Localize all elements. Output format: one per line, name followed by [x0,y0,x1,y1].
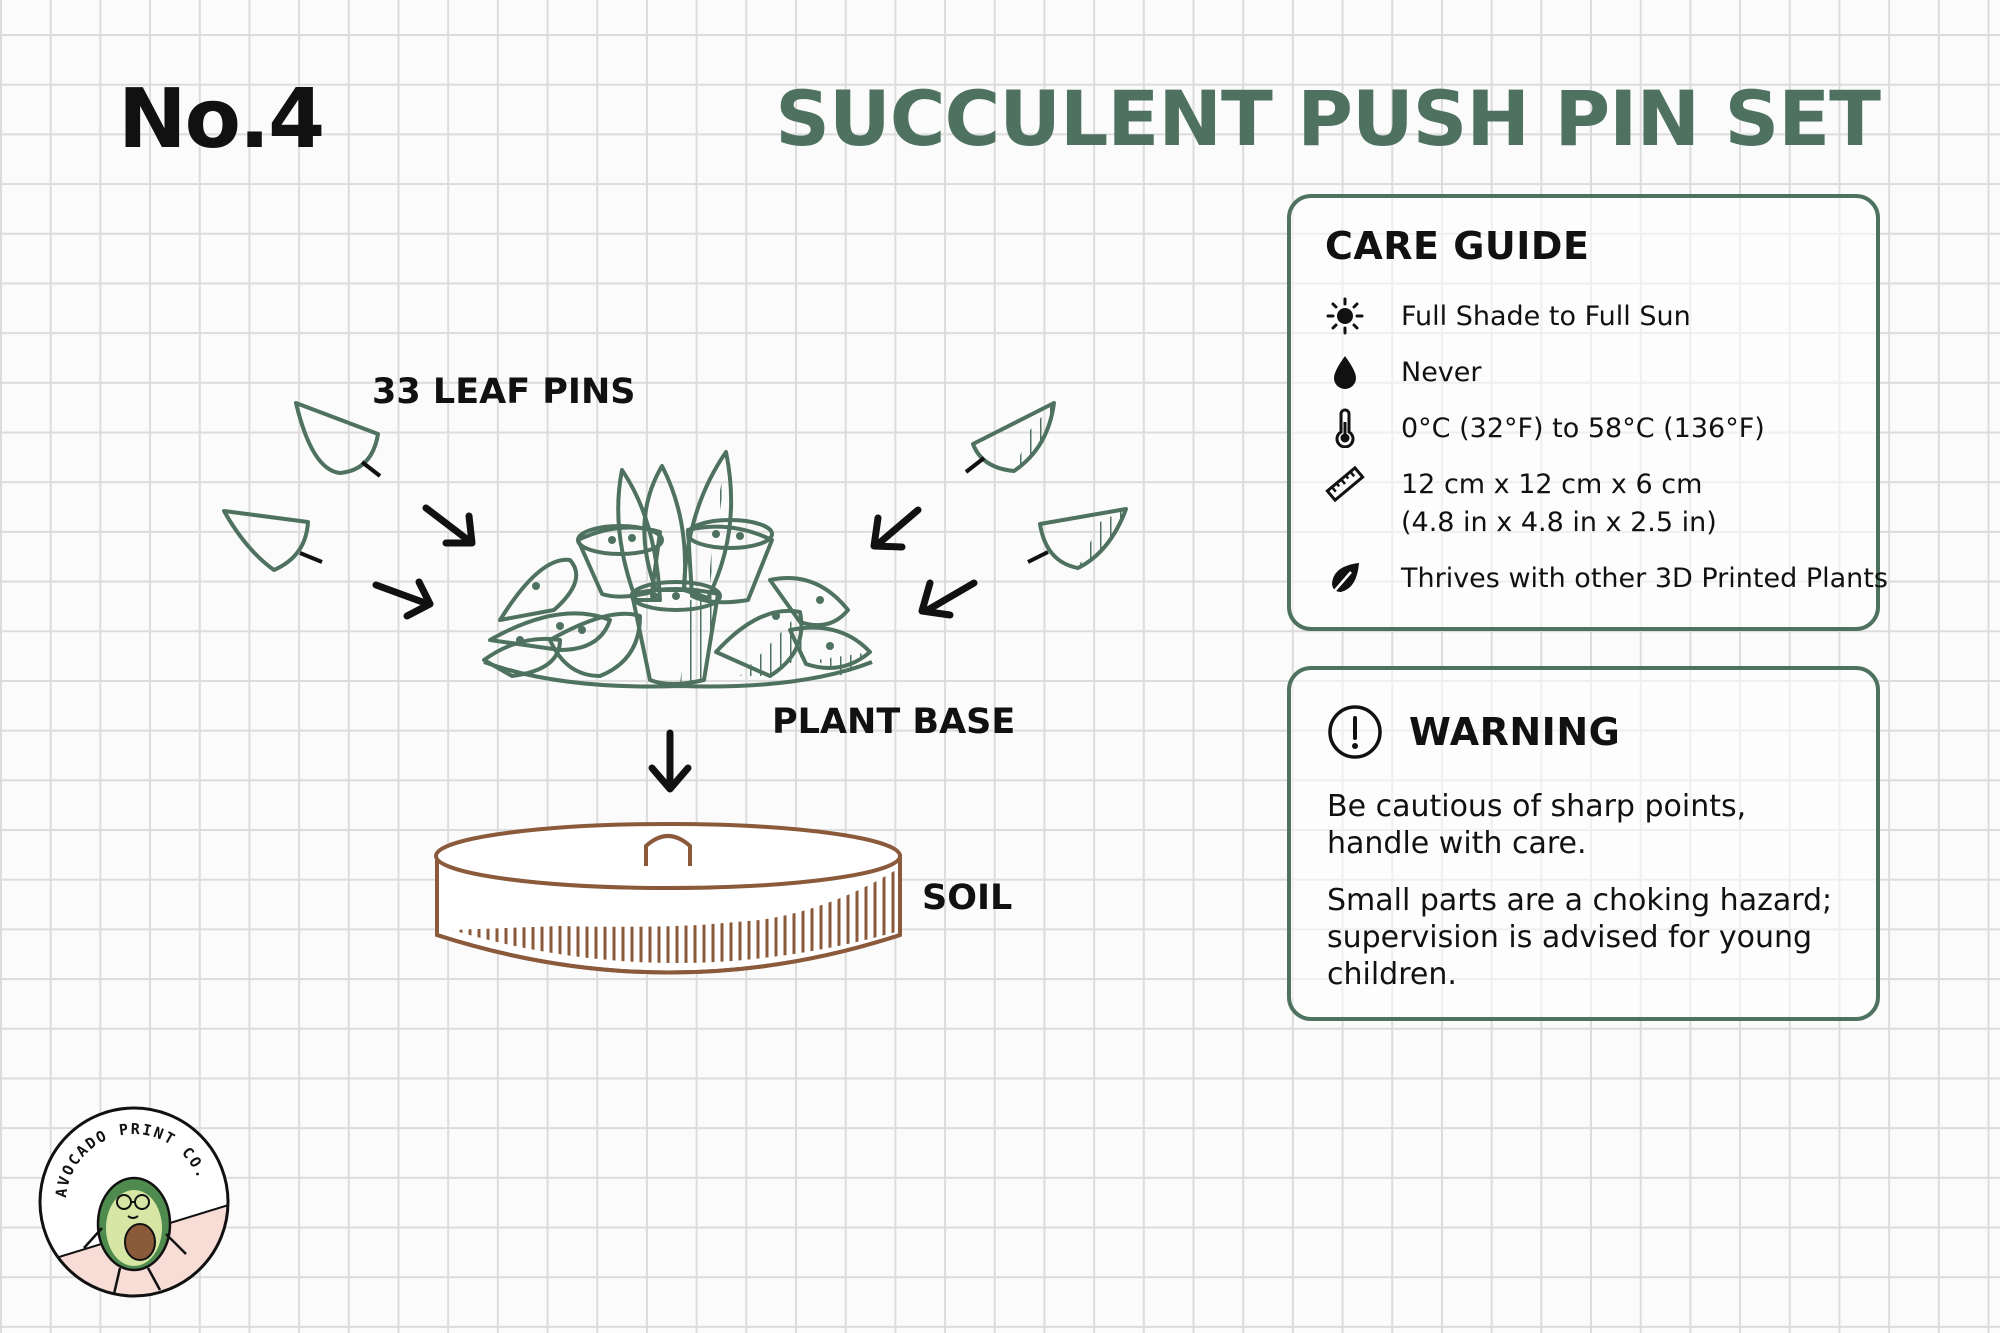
warning-text-choking: Small parts are a choking hazard; superv… [1327,883,1833,992]
warning-card: WARNING Be cautious of sharp points, han… [1287,666,1880,1021]
arrow-icon [372,504,978,793]
sun-icon [1326,297,1364,335]
care-item-companion: Thrives with other 3D Printed Plants [1325,560,1888,598]
care-item-size-text: 12 cm x 12 cm x 6 cm (4.8 in x 4.8 in x … [1401,466,1717,542]
leaf-icon [1330,563,1359,596]
leaf-pin-left [222,509,323,572]
assembly-diagram [222,401,1128,975]
leaf-pins-label: 33 LEAF PINS [372,372,636,412]
page-title: SUCCULENT PUSH PIN SET [775,74,1881,163]
care-item-text: Full Shade to Full Sun [1401,301,1691,332]
leaf-pin-top-right [964,401,1056,474]
care-item-text: Thrives with other 3D Printed Plants [1401,563,1888,594]
soil-illustration [434,822,902,975]
care-item-water: Never [1325,354,1482,392]
leaf-pin-right [1027,507,1128,570]
avocado-print-co-logo: AVOCADO PRINT CO. [38,1106,230,1298]
ruler-icon [1325,465,1365,503]
thermometer-icon [1335,408,1355,448]
plant-base-label: PLANT BASE [772,702,1016,742]
care-item-text: 0°C (32°F) to 58°C (136°F) [1401,413,1765,444]
care-item-temperature: 0°C (32°F) to 58°C (136°F) [1325,408,1765,448]
care-item-size: 12 cm x 12 cm x 6 cm (4.8 in x 4.8 in x … [1325,465,1717,542]
soil-label: SOIL [922,878,1013,918]
plant-base-illustration [482,450,873,689]
warning-heading: WARNING [1409,710,1621,754]
care-guide-heading: CARE GUIDE [1325,224,1590,268]
care-item-text: Never [1401,357,1482,388]
product-number: No.4 [118,72,325,167]
water-drop-icon [1334,356,1356,389]
care-item-light: Full Shade to Full Sun [1325,297,1691,336]
care-guide-card: CARE GUIDE Full Shade to Full Sun Never … [1287,194,1888,631]
exclamation-icon [1328,705,1382,759]
care-item-text: 12 cm x 12 cm x 6 cm [1401,469,1703,500]
leaf-pin-top-left [294,401,382,478]
warning-text-sharp: Be cautious of sharp points, handle with… [1327,789,1747,861]
care-item-text-secondary: (4.8 in x 4.8 in x 2.5 in) [1401,507,1717,538]
